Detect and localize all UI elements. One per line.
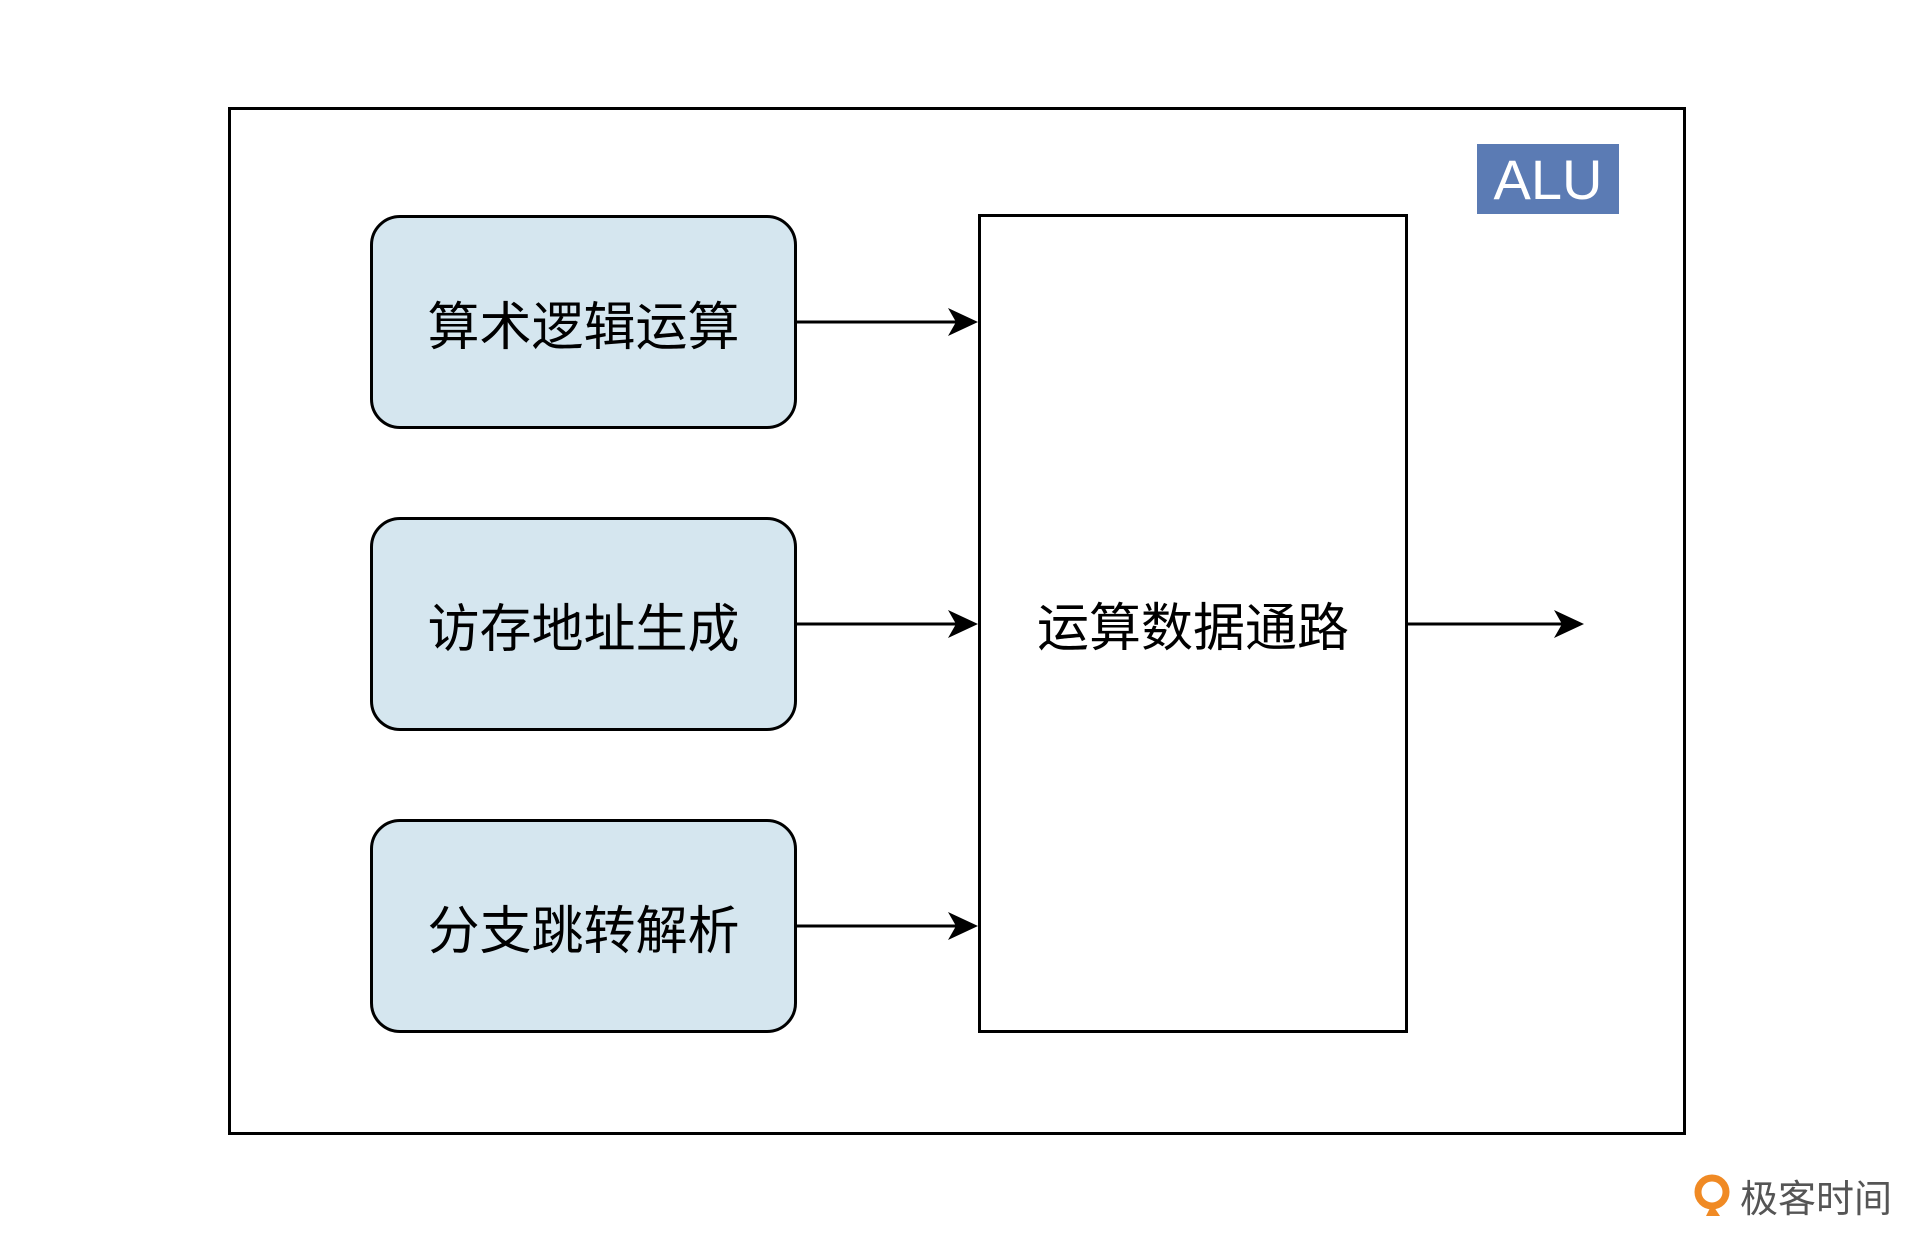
mem-addr-gen-label: 访存地址生成 — [427, 599, 740, 660]
mem-addr-gen-box: 访存地址生成 — [370, 517, 797, 731]
datapath-label: 运算数据通路 — [1036, 599, 1349, 659]
alu-container — [228, 107, 1686, 1135]
branch-resolve-box: 分支跳转解析 — [370, 819, 797, 1033]
arith-logic-label: 算术逻辑运算 — [427, 297, 740, 358]
alu-label: ALU — [1477, 144, 1619, 214]
branch-resolve-label: 分支跳转解析 — [427, 901, 740, 962]
arith-logic-box: 算术逻辑运算 — [370, 215, 797, 429]
geektime-logo: 极客时间 — [1694, 1168, 1892, 1223]
geektime-logo-icon — [1694, 1174, 1730, 1216]
watermark-text: 极客时间 — [1740, 1177, 1893, 1221]
datapath-box: 运算数据通路 — [978, 214, 1408, 1033]
